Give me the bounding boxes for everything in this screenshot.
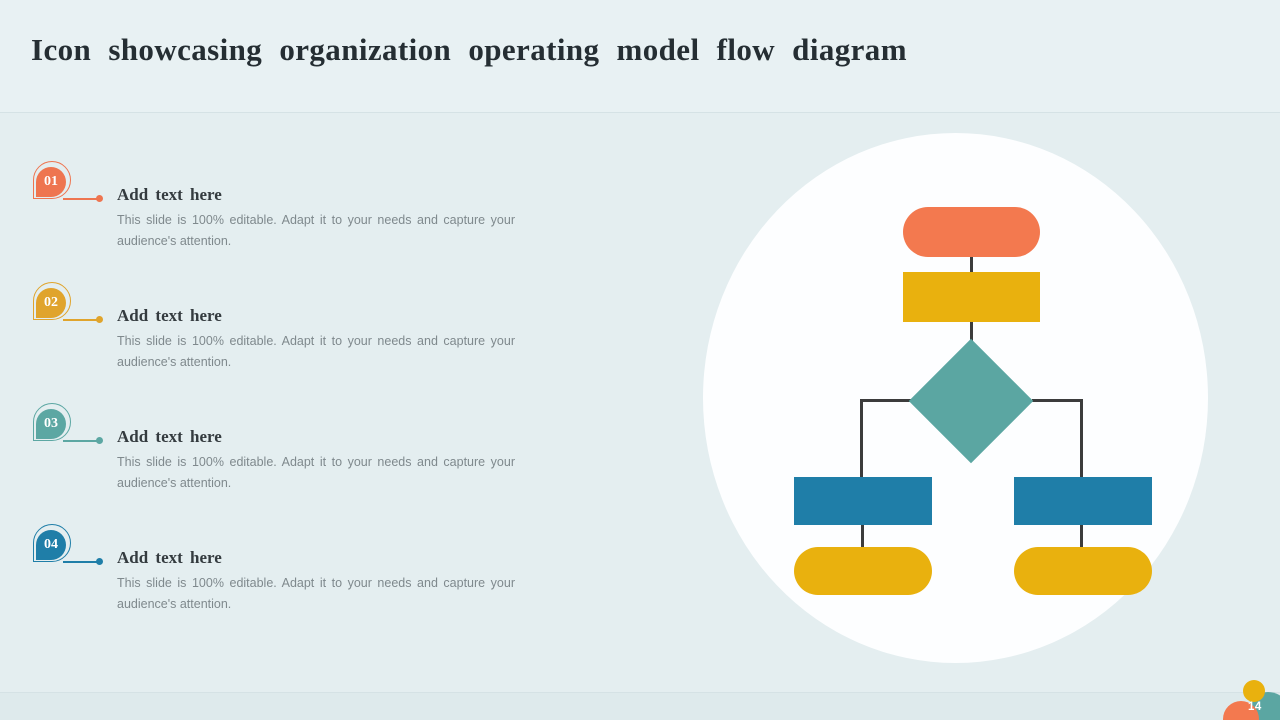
badge-connector-dot xyxy=(96,316,103,323)
item-body: This slide is 100% editable. Adapt it to… xyxy=(117,455,515,490)
badge-ring xyxy=(33,282,71,320)
item-04-text: Add text here This slide is 100% editabl… xyxy=(117,548,515,615)
flow-terminal-left xyxy=(794,547,932,595)
badge-fill: 04 xyxy=(36,530,66,560)
badge-ring xyxy=(33,403,71,441)
item-body: This slide is 100% editable. Adapt it to… xyxy=(117,576,515,611)
badge-connector-dot xyxy=(96,558,103,565)
badge-ring xyxy=(33,524,71,562)
header-band: Icon showcasing organization operating m… xyxy=(0,0,1280,113)
item-01-text: Add text here This slide is 100% editabl… xyxy=(117,185,515,252)
badge-connector-dot xyxy=(96,195,103,202)
item-heading: Add text here xyxy=(117,548,222,567)
item-body: This slide is 100% editable. Adapt it to… xyxy=(117,334,515,369)
connector-process-to-decision xyxy=(970,320,973,342)
badge-ring xyxy=(33,161,71,199)
badge-fill: 01 xyxy=(36,167,66,197)
item-03-text: Add text here This slide is 100% editabl… xyxy=(117,427,515,494)
item-01-badge: 01 xyxy=(33,160,108,208)
footer-orange-circle xyxy=(1223,701,1259,720)
connector-decision-left-horizontal xyxy=(860,399,911,402)
flow-start-pill xyxy=(903,207,1040,257)
badge-connector-line xyxy=(63,198,97,200)
badge-connector-line xyxy=(63,440,97,442)
item-body: This slide is 100% editable. Adapt it to… xyxy=(117,213,515,248)
badge-connector-dot xyxy=(96,437,103,444)
connector-decision-right-horizontal xyxy=(1032,399,1083,402)
flow-process-right xyxy=(1014,477,1152,525)
item-number: 01 xyxy=(44,174,58,189)
badge-fill: 03 xyxy=(36,409,66,439)
connector-decision-left-vertical xyxy=(860,399,863,479)
footer-band xyxy=(0,692,1280,720)
connector-decision-right-vertical xyxy=(1080,399,1083,479)
badge-connector-line xyxy=(63,561,97,563)
connector-start-to-process xyxy=(970,255,973,274)
item-02-text: Add text here This slide is 100% editabl… xyxy=(117,306,515,373)
flow-terminal-right xyxy=(1014,547,1152,595)
item-number: 04 xyxy=(44,537,58,552)
flow-process-left xyxy=(794,477,932,525)
connector-right-to-terminal xyxy=(1080,525,1083,548)
badge-fill: 02 xyxy=(36,288,66,318)
item-02-badge: 02 xyxy=(33,281,108,329)
footer-yellow-circle xyxy=(1243,680,1265,702)
item-03-badge: 03 xyxy=(33,402,108,450)
badge-connector-line xyxy=(63,319,97,321)
item-number: 02 xyxy=(44,295,58,310)
page-title: Icon showcasing organization operating m… xyxy=(31,32,907,67)
connector-left-to-terminal xyxy=(861,525,864,548)
item-heading: Add text here xyxy=(117,306,222,325)
flow-process-rectangle xyxy=(903,272,1040,322)
item-heading: Add text here xyxy=(117,427,222,446)
item-04-badge: 04 xyxy=(33,523,108,571)
item-number: 03 xyxy=(44,416,58,431)
page-number: 14 xyxy=(1248,701,1262,713)
item-heading: Add text here xyxy=(117,185,222,204)
